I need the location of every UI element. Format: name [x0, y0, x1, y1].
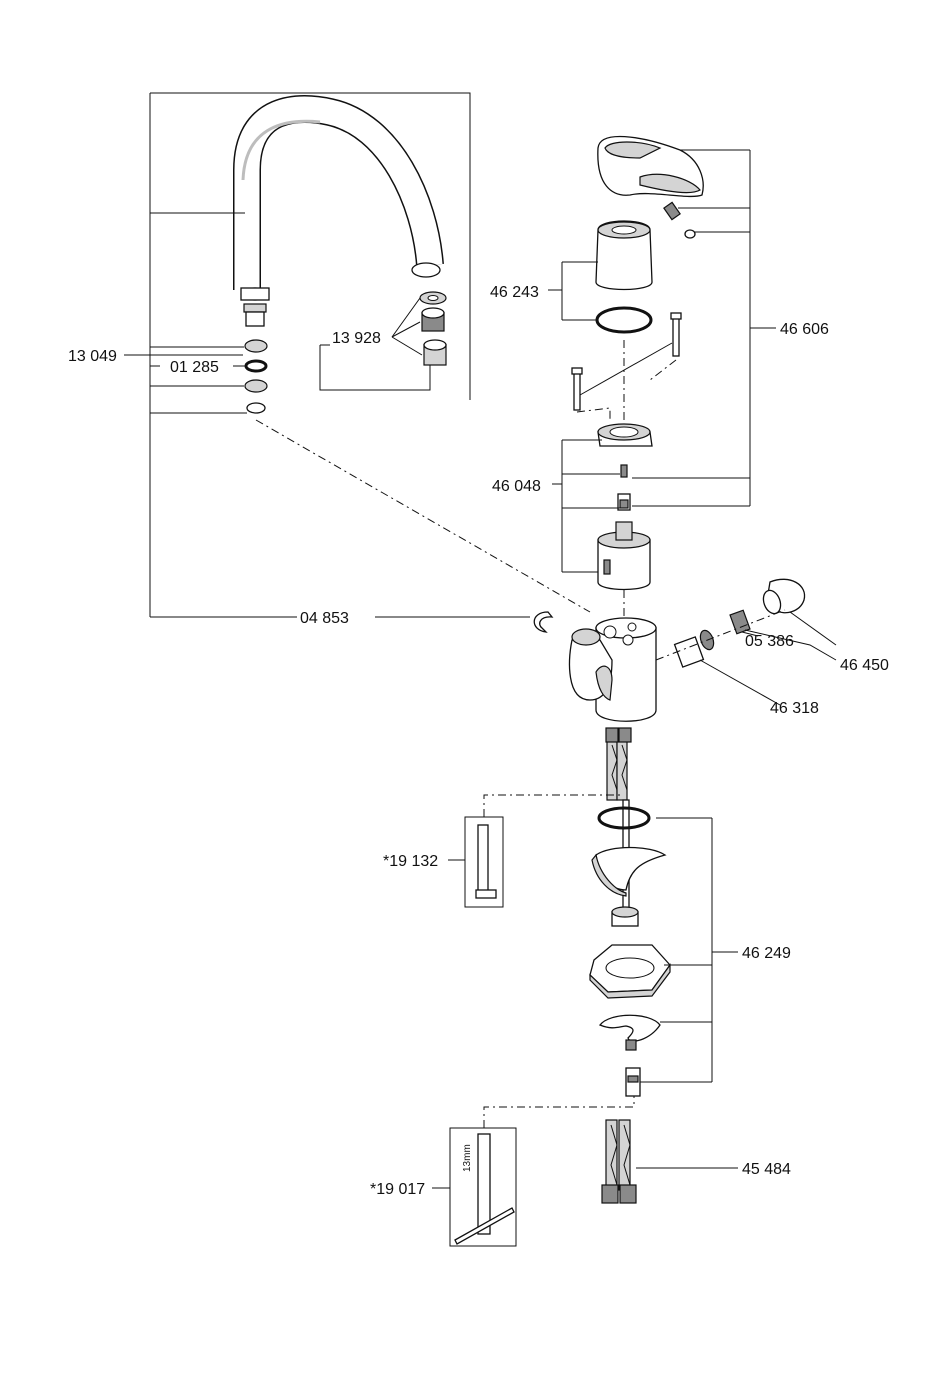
label-05386: 05 386: [745, 633, 794, 650]
label-46249: 46 249: [742, 945, 791, 962]
label-13928: 13 928: [332, 330, 381, 347]
aerator-parts: [420, 292, 446, 365]
label-46243: 46 243: [490, 284, 539, 301]
diverter-leaders: [700, 612, 836, 705]
mounting-plate: [590, 945, 670, 998]
clip-part: [534, 612, 552, 632]
cartridge-bits: [618, 465, 630, 510]
cartridge-cover: [598, 424, 652, 446]
flex-hoses-bottom: [602, 1120, 738, 1203]
cartridge-body: [598, 522, 650, 590]
label-46606: 46 606: [780, 321, 829, 338]
label-46048: 46 048: [492, 478, 541, 495]
horseshoe-washer: [600, 1015, 660, 1050]
cap-oring: [597, 308, 651, 332]
handle-set-bracket: [632, 150, 776, 506]
cap-part: [596, 221, 652, 290]
spout-small-parts: [244, 304, 267, 413]
cartridge-screws: [572, 313, 681, 410]
label-01285: 01 285: [170, 359, 219, 376]
diverter-part: [656, 579, 805, 667]
label-46450: 46 450: [840, 657, 889, 674]
cap-bracket: [548, 262, 598, 320]
label-45484: 45 484: [742, 1161, 791, 1178]
spout-tube: [241, 109, 440, 300]
label-04853: 04 853: [300, 610, 349, 627]
spout-leaders: [124, 213, 530, 617]
mounting-nut: [626, 1068, 640, 1096]
label-13049: 13 049: [68, 348, 117, 365]
label-46318: 46 318: [770, 700, 819, 717]
label-19132: *19 132: [383, 853, 438, 870]
tap-body: [570, 618, 656, 721]
tool-19132: [448, 795, 620, 907]
spout-axis-line: [256, 420, 590, 612]
label-13mm: 13mm: [462, 1144, 473, 1172]
label-19017: *19 017: [370, 1181, 425, 1198]
threaded-fitting: [612, 907, 638, 926]
